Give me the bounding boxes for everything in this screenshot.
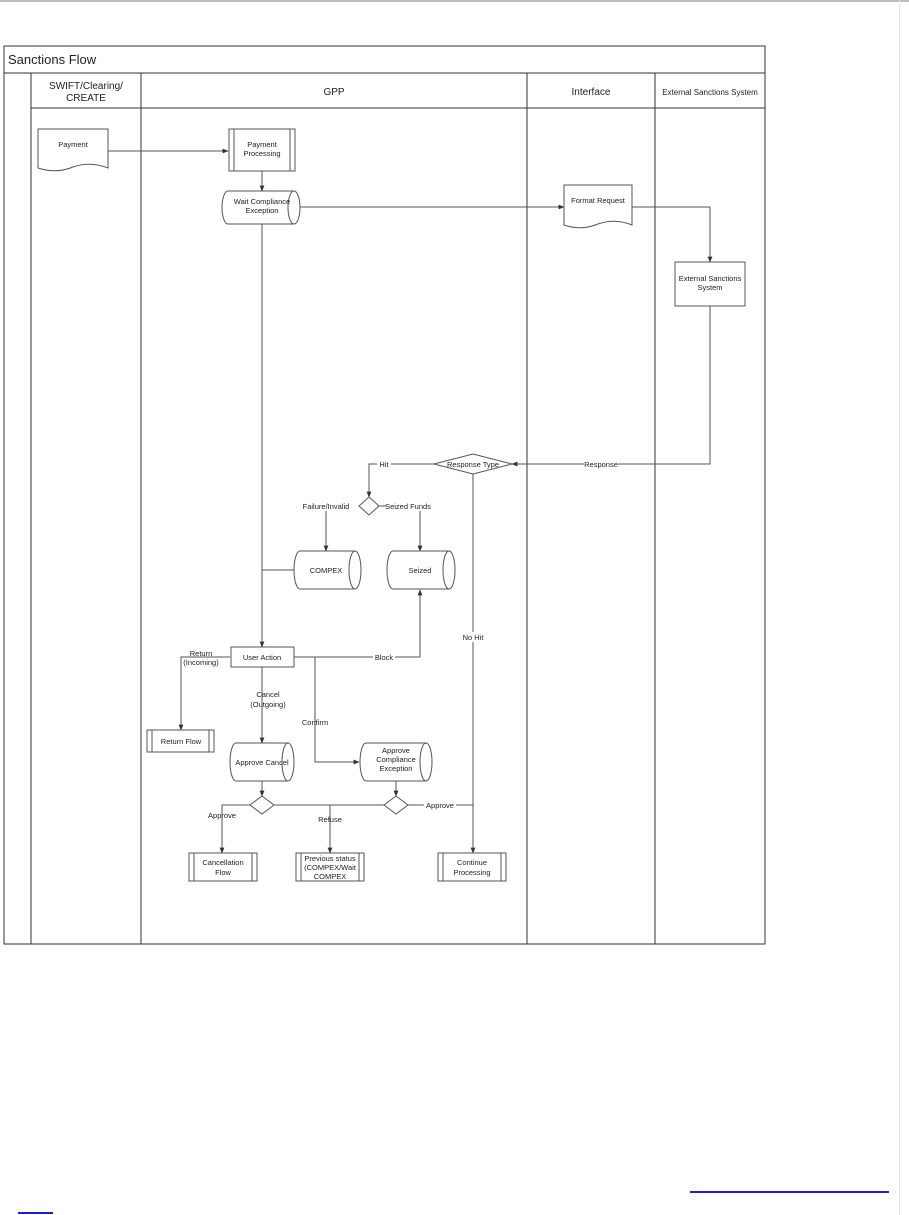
node-approve-compliance-label-3: Exception xyxy=(380,764,413,773)
node-seized-label: Seized xyxy=(409,566,432,575)
node-wait-compliance: Wait Compliance Exception xyxy=(221,190,301,225)
edge-label-cancel-line2: (Outgoing) xyxy=(250,700,286,709)
node-wait-compliance-label: Wait Compliance xyxy=(234,197,290,206)
edge-seized-funds xyxy=(379,505,423,552)
right-margin-line xyxy=(899,0,900,1215)
node-continue-processing: Continue Processing xyxy=(437,852,507,882)
node-payment-processing-label-2: Processing xyxy=(243,149,280,158)
node-user-action: User Action xyxy=(230,646,295,668)
node-cancellation-flow: Cancellation Flow xyxy=(188,852,258,882)
node-response-type: Response Type xyxy=(433,453,513,475)
node-response-type-label: Response Type xyxy=(447,460,499,469)
top-divider xyxy=(0,0,909,2)
node-approve-cancel: Approve Cancel xyxy=(229,742,295,782)
edge-label-approve-right: Approve xyxy=(426,801,454,810)
edge-label-block: Block xyxy=(375,653,394,662)
node-previous-status: Previous status (COMPEX/Wait COMPEX xyxy=(295,852,365,882)
edge-label-confirm: Confirm xyxy=(302,718,328,727)
node-approve-compliance-label: Approve xyxy=(382,746,410,755)
edge-approve-left xyxy=(219,804,251,854)
node-format-request: Format Request xyxy=(563,184,633,229)
edge-label-failure-invalid: Failure/Invalid xyxy=(303,502,350,511)
node-external-sanctions-label-2: System xyxy=(697,283,722,292)
node-return-flow-label: Return Flow xyxy=(161,737,202,746)
node-external-sanctions: External Sanctions System xyxy=(674,261,746,307)
edge-block xyxy=(294,589,423,658)
node-format-request-label: Format Request xyxy=(571,196,626,205)
node-wait-compliance-label-2: Exception xyxy=(246,206,279,215)
edge-format-to-external xyxy=(632,206,713,263)
node-compex: COMPEX xyxy=(293,550,362,590)
node-user-action-label: User Action xyxy=(243,653,281,662)
lane-header-interface: Interface xyxy=(572,87,611,98)
edge-confirm xyxy=(314,657,360,765)
lane-header-swift-line2: CREATE xyxy=(66,93,106,104)
node-compliance-decision xyxy=(383,795,409,815)
node-cancellation-flow-label-2: Flow xyxy=(215,868,231,877)
edge-hit xyxy=(366,463,434,498)
edge-label-seized-funds: Seized Funds xyxy=(385,502,431,511)
node-payment-processing-label: Payment xyxy=(247,140,278,149)
node-return-flow: Return Flow xyxy=(146,729,215,753)
node-seized: Seized xyxy=(386,550,456,590)
edge-label-refuse: Refuse xyxy=(318,815,342,824)
node-previous-status-label: Previous status xyxy=(304,854,356,863)
node-previous-status-label-2: (COMPEX/Wait xyxy=(304,863,357,872)
node-continue-processing-label: Continue xyxy=(457,858,487,867)
node-previous-status-label-3: COMPEX xyxy=(314,872,347,881)
node-continue-processing-label-2: Processing xyxy=(453,868,490,877)
node-approve-cancel-label: Approve Cancel xyxy=(235,758,289,767)
node-cancellation-flow-label: Cancellation xyxy=(202,858,243,867)
node-approve-compliance-label-2: Compliance xyxy=(376,755,416,764)
edge-external-to-response xyxy=(511,306,711,467)
page-link-underline-continued[interactable] xyxy=(18,1212,53,1214)
lane-header-gpp: GPP xyxy=(323,87,344,98)
edge-label-hit: Hit xyxy=(379,460,389,469)
edge-label-cancel: Cancel xyxy=(256,690,280,699)
edge-label-return: Return xyxy=(190,649,213,658)
node-payment-label: Payment xyxy=(58,140,89,149)
edge-failure-invalid xyxy=(323,505,350,552)
node-external-sanctions-label: External Sanctions xyxy=(679,274,742,283)
node-payment-processing: Payment Processing xyxy=(228,128,296,172)
page-link-underline[interactable] xyxy=(690,1191,889,1193)
edge-return-incoming xyxy=(178,656,230,731)
lane-header-swift: SWIFT/Clearing/ xyxy=(49,81,123,92)
node-payment: Payment xyxy=(37,128,109,172)
node-hit-decision xyxy=(358,496,380,516)
edge-label-return-line2: (Incoming) xyxy=(183,658,219,667)
lane-header-external: External Sanctions System xyxy=(662,88,758,97)
swimlane-frame xyxy=(3,45,766,945)
diagram-title: Sanctions Flow xyxy=(8,52,97,67)
edge-label-approve-left: Approve xyxy=(208,811,236,820)
edge-label-backgrounds xyxy=(302,459,618,810)
edge-label-response: Response xyxy=(584,460,618,469)
node-approve-compliance: Approve Compliance Exception xyxy=(359,742,433,782)
edge-label-no-hit: No Hit xyxy=(463,633,485,642)
node-compex-label: COMPEX xyxy=(310,566,343,575)
node-cancel-decision xyxy=(249,795,275,815)
